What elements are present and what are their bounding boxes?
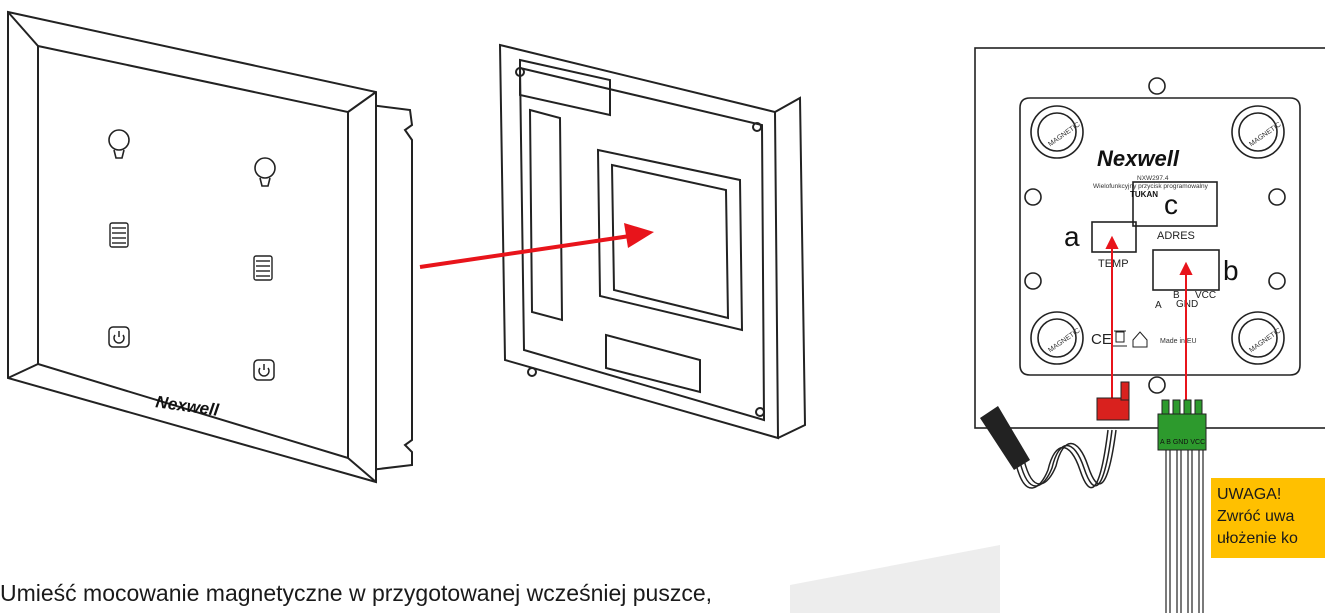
callout-a: a [1064, 221, 1080, 252]
bus-cable [1165, 450, 1204, 613]
board-model: NXW297.4 [1137, 175, 1169, 182]
board-brand-logo: Nexwell [1097, 146, 1180, 171]
made-in-label: Made in EU [1160, 338, 1197, 345]
insert-arrow [419, 223, 654, 269]
warning-box: UWAGA! Zwróć uwa ułożenie ko [1211, 478, 1325, 558]
green-connector [1157, 399, 1207, 451]
connector-pin-labels: A B GND VCC [1160, 439, 1205, 446]
pin-a-label: A [1155, 300, 1162, 311]
ce-mark: CE [1091, 331, 1112, 348]
temp-label: TEMP [1098, 258, 1129, 270]
callout-b: b [1223, 255, 1239, 286]
instruction-caption: Umieść mocowanie magnetyczne w przygotow… [0, 580, 713, 606]
shadow-shape [790, 545, 1000, 613]
bin-icon [1113, 330, 1127, 347]
callout-c: c [1164, 189, 1178, 220]
board-product: TUKAN [1130, 190, 1158, 199]
pin-vcc-label: VCC [1195, 290, 1216, 301]
warning-line-1: Zwróć uwa [1217, 508, 1295, 525]
pin-b-label: B [1173, 290, 1180, 301]
warning-title: UWAGA! [1217, 486, 1282, 503]
power-icon [108, 326, 275, 381]
module-back [974, 47, 1325, 429]
blind-icon [109, 222, 273, 281]
adres-label: ADRES [1157, 230, 1195, 242]
magnetic-mount [498, 43, 807, 440]
house-icon [1132, 331, 1148, 348]
warning-line-2: ułożenie ko [1217, 530, 1298, 547]
board-description: Wielofunkcyjny przycisk programowalny [1093, 183, 1209, 190]
lead-lines [1105, 235, 1193, 400]
red-connector [1096, 381, 1130, 421]
bulb-icon [108, 129, 276, 187]
pin-gnd-label: GND [1176, 299, 1198, 310]
temperature-probe [980, 406, 1117, 489]
